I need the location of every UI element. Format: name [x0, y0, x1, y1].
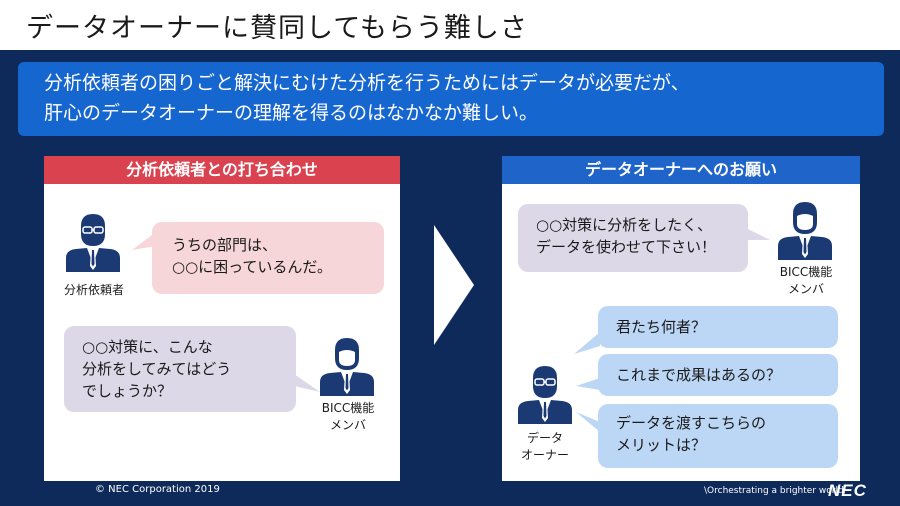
bubble-line: データを使わせて下さい！: [536, 238, 717, 256]
bubble-line: データを渡すこちらの: [616, 414, 767, 432]
bubble-line: ○○に困っているんだ。: [172, 258, 332, 276]
bicc-member-person-icon: [320, 338, 374, 396]
right-panel-header: データオーナーへのお願い: [502, 156, 860, 184]
bicc-request-bubble: ○○対策に分析をしたく、 データを使わせて下さい！: [518, 204, 748, 272]
bubble-line: 君たち何者？: [616, 318, 707, 336]
bicc-member-label: BICC機能 メンバ: [321, 401, 375, 432]
bubble-line: ○○対策に分析をしたく、: [536, 216, 713, 234]
title-bar: データオーナーに賛同してもらう難しさ: [0, 0, 900, 50]
owner-question-bubble: 君たち何者？: [598, 306, 838, 348]
nec-logo: NEC: [828, 481, 867, 500]
bubble-line: でしょうか？: [82, 382, 173, 400]
banner-line-1: 分析依頼者の困りごと解決にむけた分析を行うためにはデータが必要だが、: [44, 72, 690, 94]
requester-speech-bubble: うちの部門は、 ○○に困っているんだ。: [152, 222, 384, 294]
owner-question-bubble: データを渡すこちらの メリットは？: [598, 404, 838, 468]
chevron-right-icon: [434, 225, 474, 345]
bubble-line: メリットは？: [616, 436, 707, 454]
left-panel: 分析依頼者との打ち合わせ 分析依頼者 うちの部門は、 ○○に困っているんだ。 ○…: [44, 156, 400, 481]
requester-person-icon: [66, 214, 120, 272]
banner-line-2: 肝心のデータオーナーの理解を得るのはなかなか難しい。: [44, 102, 539, 124]
page-title: データオーナーに賛同してもらう難しさ: [26, 13, 528, 44]
bubble-tail: [576, 378, 600, 390]
bicc-speech-bubble: ○○対策に、こんな 分析をしてみてはどう でしょうか？: [64, 326, 296, 412]
left-panel-header: 分析依頼者との打ち合わせ: [44, 156, 400, 184]
bubble-line: うちの部門は、: [172, 236, 278, 254]
bubble-tail: [132, 232, 156, 250]
bubble-tail: [576, 412, 600, 432]
data-owner-label: データ オーナー: [520, 431, 569, 462]
bicc-member-person-icon: [778, 202, 832, 260]
bicc-member-label: BICC機能 メンバ: [779, 265, 833, 296]
bubble-line: 分析をしてみてはどう: [82, 360, 232, 378]
data-owner-person-icon: [518, 366, 572, 424]
owner-question-bubble: これまで成果はあるの？: [598, 354, 838, 396]
right-panel: データオーナーへのお願い ○○対策に分析をしたく、 データを使わせて下さい！ B…: [502, 156, 860, 481]
copyright: © NEC Corporation 2019: [95, 484, 220, 495]
bubble-line: これまで成果はあるの？: [616, 366, 782, 384]
bubble-tail: [574, 332, 600, 354]
bubble-tail: [294, 374, 320, 392]
tagline: \Orchestrating a brighter world: [704, 486, 844, 496]
summary-banner: 分析依頼者の困りごと解決にむけた分析を行うためにはデータが必要だが、 肝心のデー…: [18, 62, 884, 136]
requester-label: 分析依頼者: [63, 283, 124, 297]
bubble-tail: [746, 228, 770, 240]
bubble-line: ○○対策に、こんな: [82, 338, 213, 356]
